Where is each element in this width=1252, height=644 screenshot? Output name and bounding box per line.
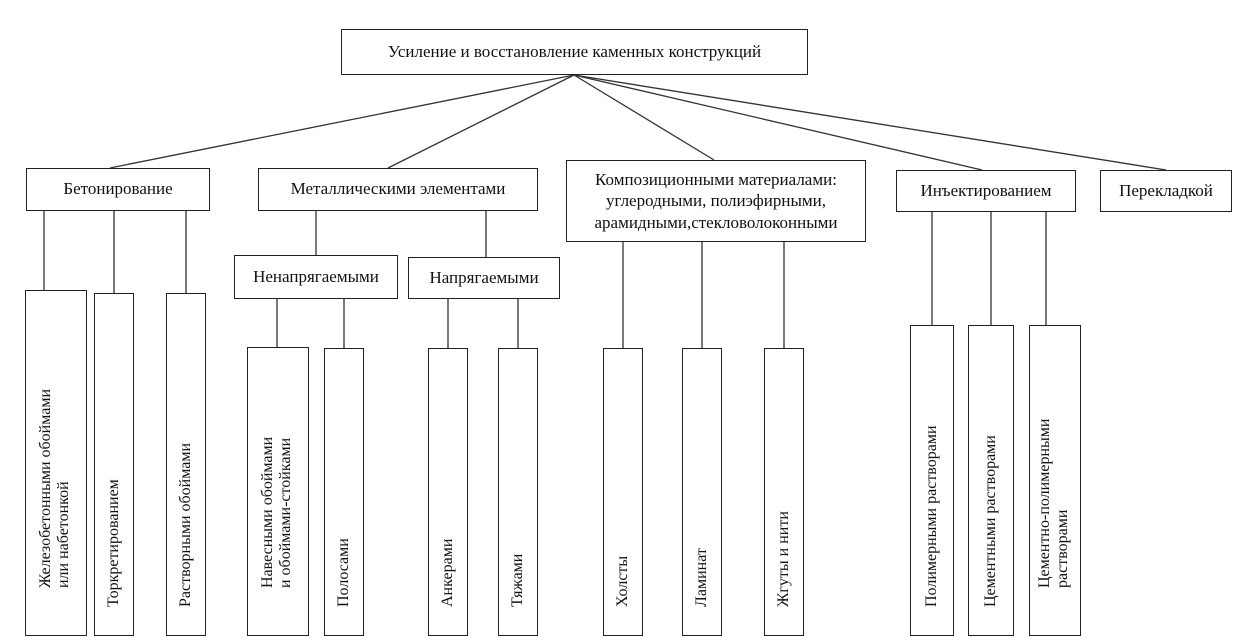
category-label-line: Композиционными материалами: [595, 170, 837, 190]
category-composite: Композиционными материалами: углеродными… [566, 160, 866, 242]
leaf-laminate: Ламинат [682, 348, 722, 636]
leaf-fabrics: Холсты [603, 348, 643, 636]
connector-root-to-lintel [573, 74, 1167, 171]
connector-root-to-injection [573, 74, 983, 171]
leaf-hinged-jackets: Навесными обоймами и обоймами-стойками [247, 347, 309, 636]
leaf-label: Холсты [614, 555, 631, 607]
leaf-cement-polymer-mortars: Цементно-полимерными растворами [1029, 325, 1081, 636]
leaf-polymer-mortars: Полимерными растворами [910, 325, 954, 636]
connector-root-to-composite [573, 74, 715, 161]
leaf-label: Тяжами [509, 553, 526, 607]
leaf-label: Жгуты и нити [775, 510, 792, 607]
category-metal: Металлическими элементами [258, 168, 538, 211]
leaf-label: Цементными растворами [982, 434, 999, 607]
category-label: Металлическими элементами [290, 179, 506, 199]
category-label: Инъектированием [920, 180, 1052, 200]
connector-root-to-concreting [109, 74, 575, 169]
category-label: Перекладкой [1119, 180, 1213, 200]
leaf-label: Анкерами [439, 538, 456, 607]
leaf-mortar-jackets: Растворными обоймами [166, 293, 206, 636]
leaf-tows: Жгуты и нити [764, 348, 804, 636]
category-label-line: углеродными, полиэфирными, [605, 191, 827, 211]
category-lintel: Перекладкой [1100, 170, 1232, 212]
category-label-line: арамидными,стекловолоконными [594, 212, 838, 232]
leaf-rc-jackets: Железобетонными обоймами или набетонкой [25, 290, 87, 636]
leaf-cement-mortars: Цементными растворами [968, 325, 1014, 636]
connector-root-to-metal [387, 74, 575, 169]
subtype-label: Ненапрягаемыми [253, 266, 379, 286]
leaf-ties: Тяжами [498, 348, 538, 636]
subtype-non-prestressed: Ненапрягаемыми [234, 255, 398, 299]
root-label: Усиление и восстановление каменных конст… [387, 41, 762, 61]
leaf-shotcrete: Торкретированием [94, 293, 134, 636]
leaf-label: Полосами [335, 537, 352, 607]
leaf-label: Навесными обоймами и обоймами-стойками [259, 436, 295, 589]
leaf-label: Цементно-полимерными растворами [1036, 418, 1072, 589]
category-injection: Инъектированием [896, 170, 1076, 212]
category-label: Бетонирование [63, 179, 173, 199]
root-node: Усиление и восстановление каменных конст… [341, 29, 808, 75]
leaf-label: Ламинат [693, 547, 710, 607]
leaf-anchors: Анкерами [428, 348, 468, 636]
leaf-label: Торкретированием [105, 478, 122, 607]
leaf-strips: Полосами [324, 348, 364, 636]
category-concreting: Бетонирование [26, 168, 210, 211]
leaf-label: Железобетонными обоймами или набетонкой [37, 389, 73, 589]
leaf-label: Полимерными растворами [923, 425, 940, 607]
leaf-label: Растворными обоймами [177, 442, 194, 607]
subtype-prestressed: Напрягаемыми [408, 257, 560, 299]
subtype-label: Напрягаемыми [429, 267, 539, 287]
